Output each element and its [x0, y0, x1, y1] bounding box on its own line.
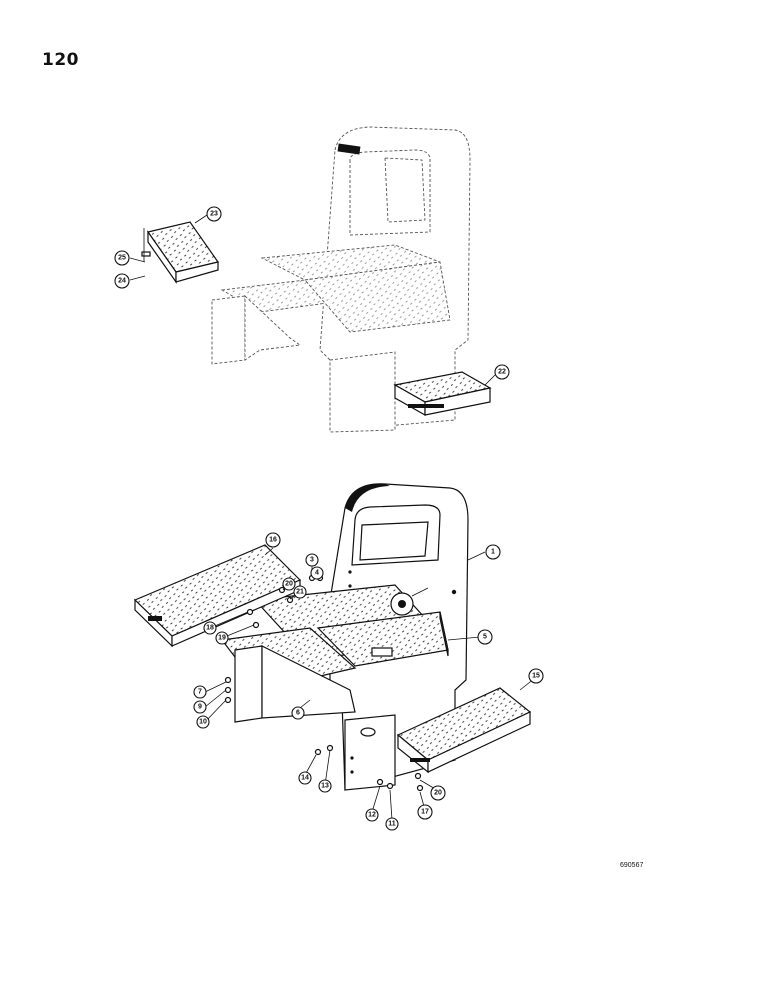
lower-assembly-view	[133, 483, 532, 792]
upper-step-part-23	[141, 221, 219, 284]
svg-text:7: 7	[198, 689, 202, 696]
callout-18: 18	[203, 621, 217, 635]
svg-text:6: 6	[296, 710, 300, 717]
callout-23: 23	[206, 206, 222, 222]
lower-side-bracket	[344, 714, 396, 791]
callout-20a: 20	[282, 577, 296, 591]
callout-9: 9	[193, 700, 207, 714]
svg-text:4: 4	[315, 570, 319, 577]
svg-text:11: 11	[388, 821, 396, 828]
svg-text:20: 20	[285, 581, 293, 588]
svg-text:15: 15	[532, 673, 540, 680]
drawing-code: 690567	[620, 862, 644, 869]
callout-3: 3	[305, 553, 319, 567]
callout-6: 6	[291, 706, 305, 720]
svg-text:23: 23	[210, 211, 218, 218]
page-number: 120	[42, 50, 79, 70]
callout-19: 19	[215, 631, 229, 645]
callout-14: 14	[298, 771, 312, 785]
svg-text:14: 14	[301, 775, 309, 782]
detail-inset	[390, 587, 429, 616]
svg-text:24: 24	[118, 278, 126, 285]
callout-4: 4	[310, 566, 324, 580]
callout-12: 12	[365, 808, 379, 822]
svg-text:13: 13	[321, 783, 329, 790]
svg-text:19: 19	[218, 635, 226, 642]
svg-text:22: 22	[498, 369, 506, 376]
lower-step-part-16	[133, 544, 302, 648]
callout-17: 17	[417, 804, 433, 820]
svg-text:25: 25	[118, 255, 126, 262]
callout-11: 11	[385, 817, 399, 831]
callout-1: 1	[485, 544, 501, 560]
callout-24: 24	[114, 273, 130, 289]
upper-step-part-22	[393, 371, 492, 417]
svg-text:20: 20	[434, 790, 442, 797]
callout-25: 25	[114, 250, 130, 266]
svg-text:3: 3	[310, 557, 314, 564]
callout-13: 13	[318, 779, 332, 793]
upper-assembly-view	[141, 126, 492, 433]
lower-floor-support-6	[234, 645, 356, 723]
callout-16: 16	[265, 532, 281, 548]
svg-text:21: 21	[296, 589, 304, 596]
callout-5: 5	[477, 629, 493, 645]
svg-text:17: 17	[421, 809, 429, 816]
callout-22: 22	[494, 364, 510, 380]
svg-text:12: 12	[368, 812, 376, 819]
svg-text:10: 10	[199, 719, 207, 726]
svg-text:9: 9	[198, 704, 202, 711]
callout-20b: 20	[430, 785, 446, 801]
leader-lines	[129, 214, 536, 821]
callout-21: 21	[293, 585, 307, 599]
upper-floor-plates	[211, 244, 451, 433]
svg-text:1: 1	[491, 549, 495, 556]
svg-text:16: 16	[269, 537, 277, 544]
callout-7: 7	[193, 685, 207, 699]
callout-15: 15	[528, 668, 544, 684]
svg-text:5: 5	[483, 634, 487, 641]
lower-step-part-15	[396, 687, 532, 774]
callout-10: 10	[196, 715, 210, 729]
svg-text:18: 18	[206, 625, 214, 632]
